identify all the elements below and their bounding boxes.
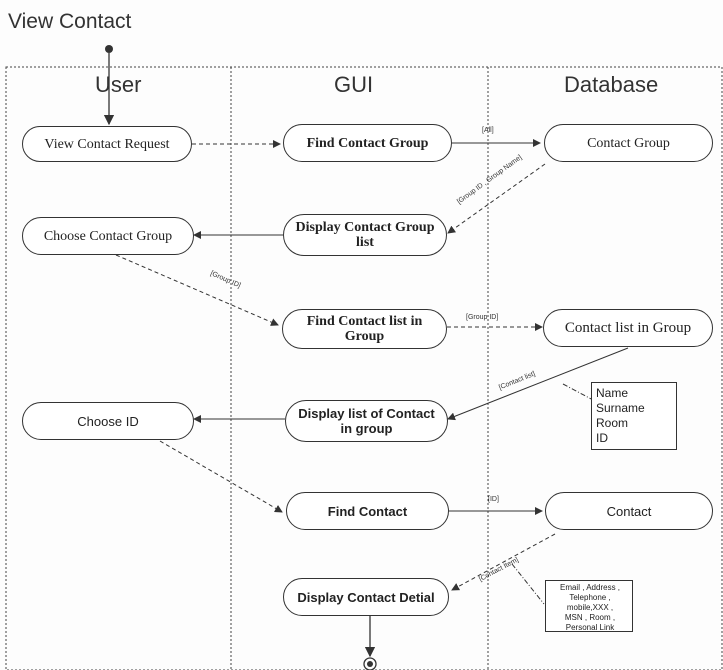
lane-title-user: User (95, 72, 142, 97)
note-contact-list-fields: Name Surname Room ID (591, 382, 677, 450)
flow-5 (115, 254, 279, 326)
note-detail-line-2: Telephone , (569, 593, 611, 602)
lane-title-database: Database (564, 72, 659, 97)
flow-9 (159, 440, 283, 513)
guard-group-id-2: [Group ID] (466, 314, 499, 321)
node-find-contact-list-in-group: Find Contact list in Group (282, 309, 447, 349)
end-node (363, 657, 377, 670)
node-display-contact-detial: Display Contact Detial (283, 578, 449, 616)
swimlane-frame (5, 66, 723, 670)
node-find-contact-group: Find Contact Group (283, 124, 452, 162)
note-detail-line-4: MSN , Room , (564, 613, 616, 622)
node-contact: Contact (545, 492, 713, 530)
node-contact-list-in-group: Contact list in Group (543, 309, 713, 347)
node-find-contact: Find Contact (286, 492, 449, 530)
flow-7 (447, 347, 629, 421)
node-contact-group: Contact Group (544, 124, 713, 162)
node-display-contact-group-list: Display Contact Group list (283, 214, 447, 256)
start-node (105, 45, 113, 53)
note-link-1 (562, 383, 596, 402)
diagram-title: View Contact (8, 10, 132, 33)
note-link-2 (511, 563, 545, 605)
lane-title-gui: GUI (334, 72, 374, 97)
node-choose-id: Choose ID (22, 402, 194, 440)
flow-11 (451, 533, 556, 591)
note-field-surname: Surname (596, 401, 645, 415)
note-detail-line-5: Personal Link (565, 623, 615, 632)
note-detail-line-3: mobile,XXX , (566, 603, 614, 612)
note-detail-line-1: Email , Address , (559, 583, 621, 592)
guard-id: [ID] (488, 496, 499, 503)
node-display-list-of-contact: Display list of Contact in group (285, 400, 448, 442)
note-field-room: Room (596, 416, 629, 430)
flow-3 (447, 163, 546, 234)
node-view-contact-request: View Contact Request (22, 126, 192, 162)
note-field-name: Name (596, 386, 629, 400)
note-contact-detail-fields: Email , Address , Telephone , mobile,XXX… (545, 580, 633, 632)
guard-all: [All] (482, 127, 494, 134)
end-node-core (367, 661, 373, 667)
note-field-id: ID (596, 431, 608, 445)
node-choose-contact-group: Choose Contact Group (22, 217, 194, 255)
